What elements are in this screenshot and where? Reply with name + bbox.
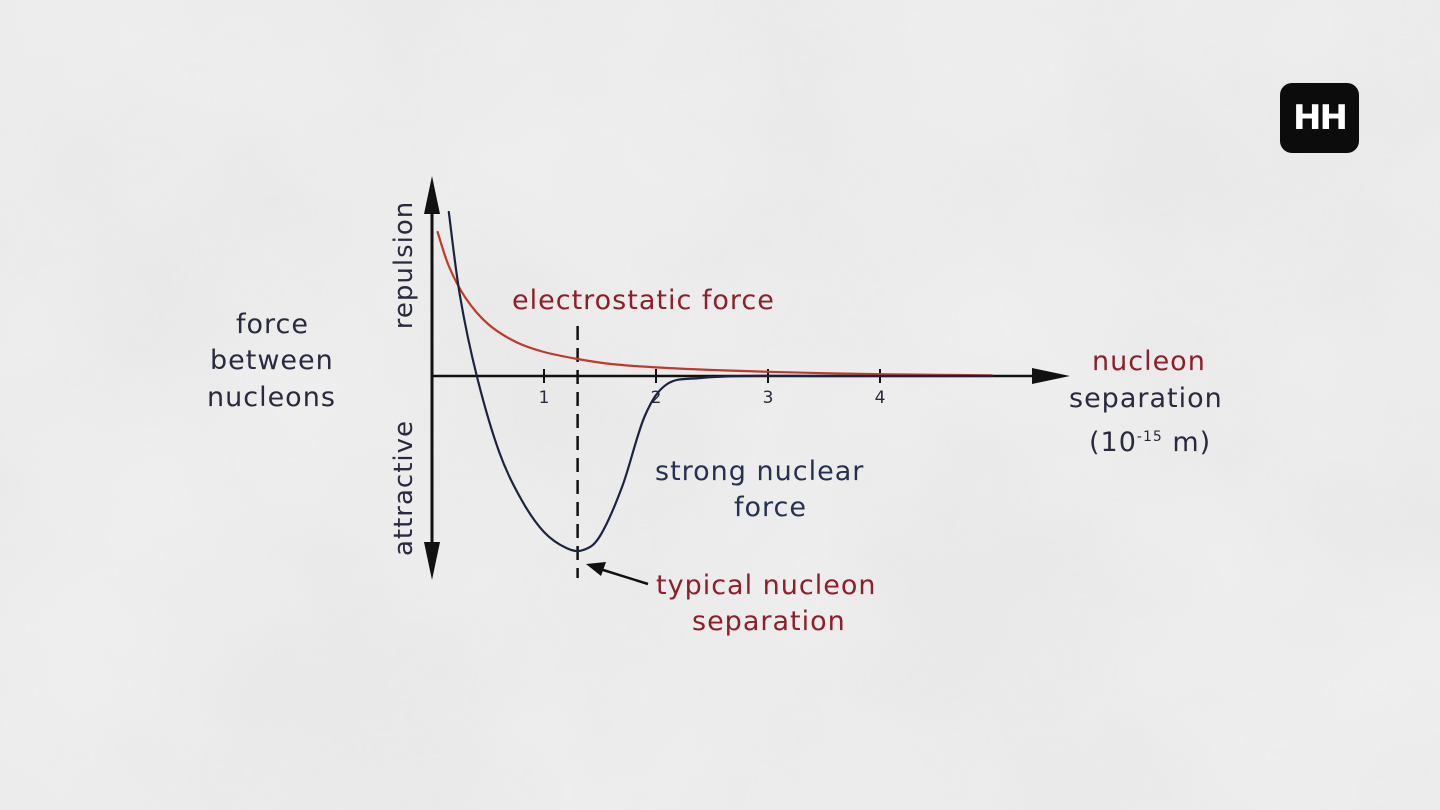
typical-separation-label-line-2: separation <box>692 606 846 637</box>
y-axis-arrow-down <box>424 542 440 580</box>
x-axis-arrow <box>1032 368 1070 384</box>
x-unit-label: (10-15 m) <box>1089 419 1211 461</box>
x-unit-tail: m) <box>1162 427 1212 458</box>
typical-separation-label-line-1: typical nucleon <box>656 570 877 601</box>
x-tick-label-4: 4 <box>875 388 886 408</box>
typical-separation-pointer-head <box>586 562 606 576</box>
y-axis-arrow-up <box>424 176 440 214</box>
strong-force-label-line-1: strong nuclear <box>655 456 865 487</box>
strong-nuclear-force-curve <box>447 210 994 553</box>
y-title-line-3: nucleons <box>207 382 336 413</box>
x-unit-exponent: -15 <box>1136 429 1163 445</box>
y-positive-label: repulsion <box>389 200 419 330</box>
typical-separation-pointer-line <box>599 567 649 586</box>
y-negative-label: attractive <box>389 419 419 557</box>
strong-force-label-line-2: force <box>734 492 807 523</box>
x-unit-base: (10 <box>1089 427 1137 458</box>
x-title-line-2: separation <box>1069 383 1223 414</box>
x-tick-label-2: 2 <box>651 388 662 408</box>
x-tick-label-3: 3 <box>763 388 774 408</box>
electrostatic-force-label: electrostatic force <box>512 285 775 316</box>
electrostatic-force-curve <box>436 230 994 377</box>
y-title-line-2: between <box>210 345 334 376</box>
x-title-line-1: nucleon <box>1092 346 1206 377</box>
y-title-line-1: force <box>236 309 309 340</box>
brand-logo: HH <box>1280 83 1359 153</box>
curves-group <box>436 210 994 553</box>
x-tick-label-1: 1 <box>539 388 550 408</box>
